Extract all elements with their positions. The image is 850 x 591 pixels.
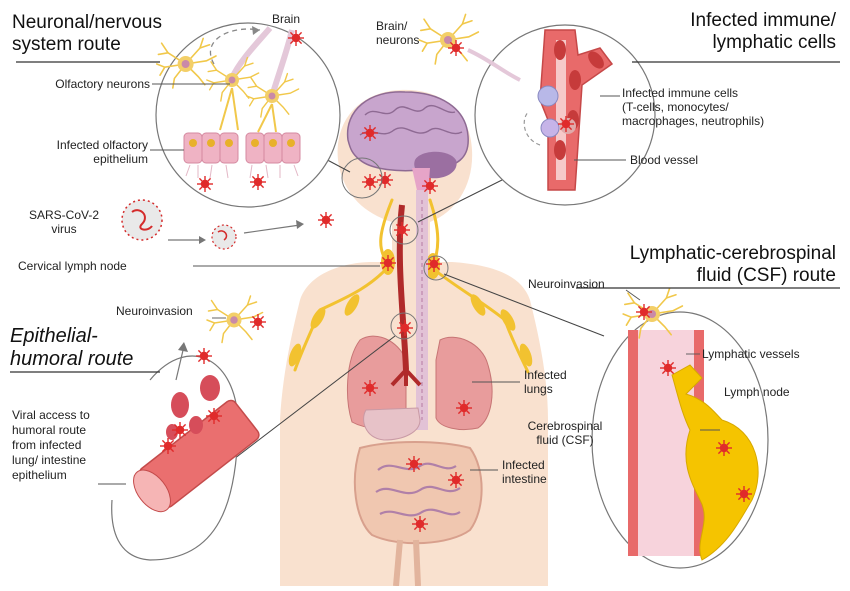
infected-lungs-label: Infected lungs [524,368,567,396]
sars-cov2-particles [121,199,304,250]
digestive-tract [353,407,483,587]
lymphatic-csf-panel [591,287,769,569]
infected-immune-cells-label: Infected immune cells (T-cells, monocyte… [622,86,765,128]
olfactory-neurons-label: Olfactory neurons [55,77,150,91]
infected-intestine-label: Infected intestine [502,458,547,486]
neuroinvasion-left-label: Neuroinvasion [116,304,193,318]
lymph-node-label: Lymph node [724,385,790,399]
lungs-illustration [346,335,493,431]
lymphatic-csf-route-title: Lymphatic-cerebrospinal fluid (CSF) rout… [629,243,836,286]
immune-route-title: Infected immune/ lymphatic cells [690,10,836,53]
neuroinvasion-right-label: Neuroinvasion [528,277,605,291]
blood-vessel-label: Blood vessel [630,153,699,167]
lymphatic-vessels-label: Lymphatic vessels [702,347,800,361]
viral-access-label: Viral access to humoral route from infec… [12,408,90,482]
epithelial-route-title: Epithelial- humoral route [10,325,134,370]
spinal-canal [416,190,428,430]
epithelial-route-panel [111,295,267,561]
infected-olfactory-epithelium-label: Infected olfactory epithelium [56,138,148,166]
neuronal-route-panel [155,22,341,208]
zoom-markers [341,157,449,340]
aorta [390,204,422,387]
neuronal-route-title: Neuronal/nervous system route [12,12,162,55]
cervical-lymph-node-label: Cervical lymph node [18,259,127,273]
csf-label: Cerebrospinal fluid (CSF) [527,419,603,447]
connector-lines [229,154,605,463]
human-body [280,89,548,586]
brain-label: Brain [272,12,301,26]
sars-cov2-virus-label: SARS-CoV-2 virus [28,208,100,236]
brain-neurons-label: Brain/ neurons [376,19,420,47]
label-leader-lines [10,61,840,485]
brain-illustration [346,91,469,195]
